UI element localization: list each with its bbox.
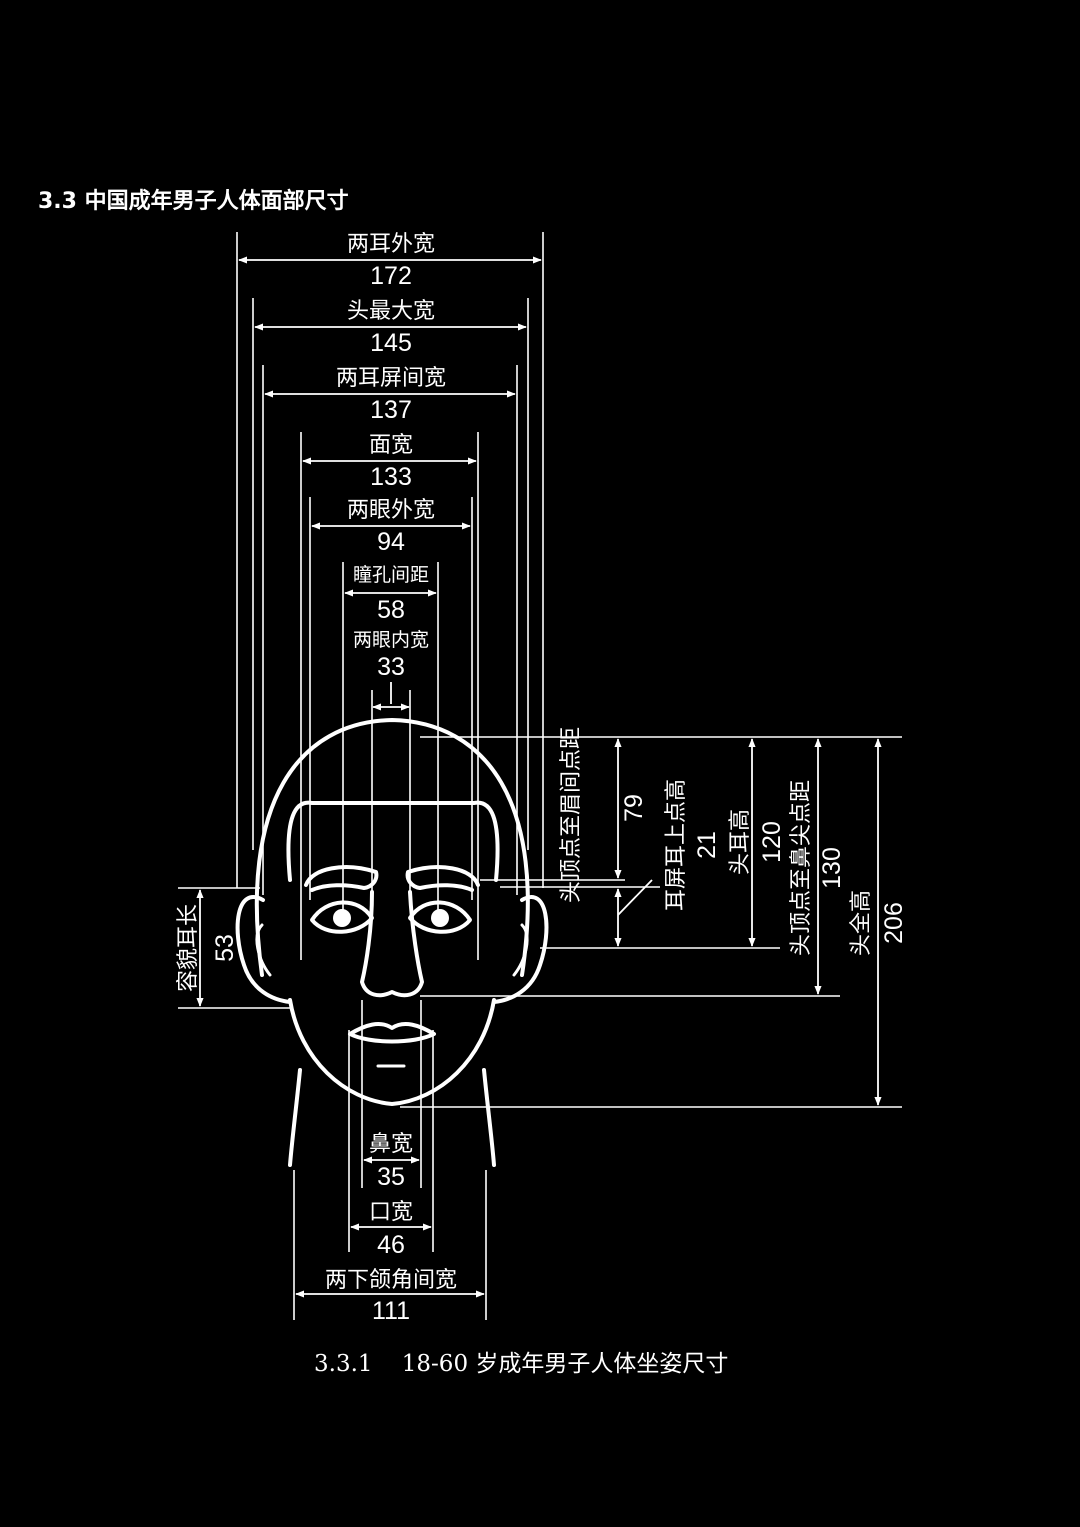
label-jaw-width: 两下颌角间宽 <box>325 1268 457 1293</box>
value-head-max-width: 145 <box>370 329 412 357</box>
label-head-ear-height: 头耳高 <box>728 809 753 875</box>
page-title: 3.3 中国成年男子人体面部尺寸 <box>38 189 349 214</box>
value-vertex-glabella: 79 <box>620 794 648 822</box>
label-ear-outer-width: 两耳外宽 <box>347 232 435 257</box>
horizontal-dimension-lines <box>238 256 542 1298</box>
value-tragion-width: 137 <box>370 396 412 424</box>
label-vertex-glabella: 头顶点至眉间点距 <box>559 727 584 903</box>
value-mouth-width: 46 <box>377 1231 405 1259</box>
vertical-dimension-lines <box>196 738 882 1106</box>
label-eye-outer-width: 两眼外宽 <box>347 498 435 523</box>
label-mouth-width: 口宽 <box>369 1200 413 1225</box>
figure-caption: 3.3.1 18-60 岁成年男子人体坐姿尺寸 <box>314 1351 729 1377</box>
value-eye-inner-width: 33 <box>377 653 405 681</box>
extension-lines-vertical <box>178 736 902 1108</box>
vertical-dimension-labels: 容貌耳长 53 头顶点至眉间点距 79 耳屏耳上点高 21 头耳高 120 头顶… <box>176 727 908 992</box>
label-ear-length: 容貌耳长 <box>176 904 201 992</box>
value-ear-outer-width: 172 <box>370 262 412 290</box>
value-vertex-nose: 130 <box>818 847 846 889</box>
value-head-ear-height: 120 <box>758 821 786 863</box>
label-tragion-height: 耳屏耳上点高 <box>664 779 689 911</box>
extension-lines-horizontal <box>236 232 544 1320</box>
label-head-height: 头全高 <box>849 890 874 956</box>
label-eye-inner-width: 两眼内宽 <box>353 629 429 651</box>
label-pupil-distance: 瞳孔间距 <box>353 564 429 586</box>
value-pupil-distance: 58 <box>377 596 405 624</box>
label-head-max-width: 头最大宽 <box>347 299 435 324</box>
label-nose-width: 鼻宽 <box>369 1132 413 1157</box>
value-ear-length: 53 <box>211 934 239 962</box>
value-nose-width: 35 <box>377 1163 405 1191</box>
value-eye-outer-width: 94 <box>377 528 405 556</box>
label-tragion-width: 两耳屏间宽 <box>336 366 446 391</box>
label-vertex-nose: 头顶点至鼻尖点距 <box>789 780 814 956</box>
value-tragion-height: 21 <box>693 831 721 859</box>
label-face-width: 面宽 <box>369 433 413 458</box>
value-jaw-width: 111 <box>372 1297 410 1325</box>
horizontal-dimension-labels: 两耳外宽 172 头最大宽 145 两耳屏间宽 137 面宽 133 两眼外宽 … <box>325 232 457 1325</box>
value-face-width: 133 <box>370 463 412 491</box>
value-head-height: 206 <box>880 902 908 944</box>
head-outline <box>235 718 549 1167</box>
